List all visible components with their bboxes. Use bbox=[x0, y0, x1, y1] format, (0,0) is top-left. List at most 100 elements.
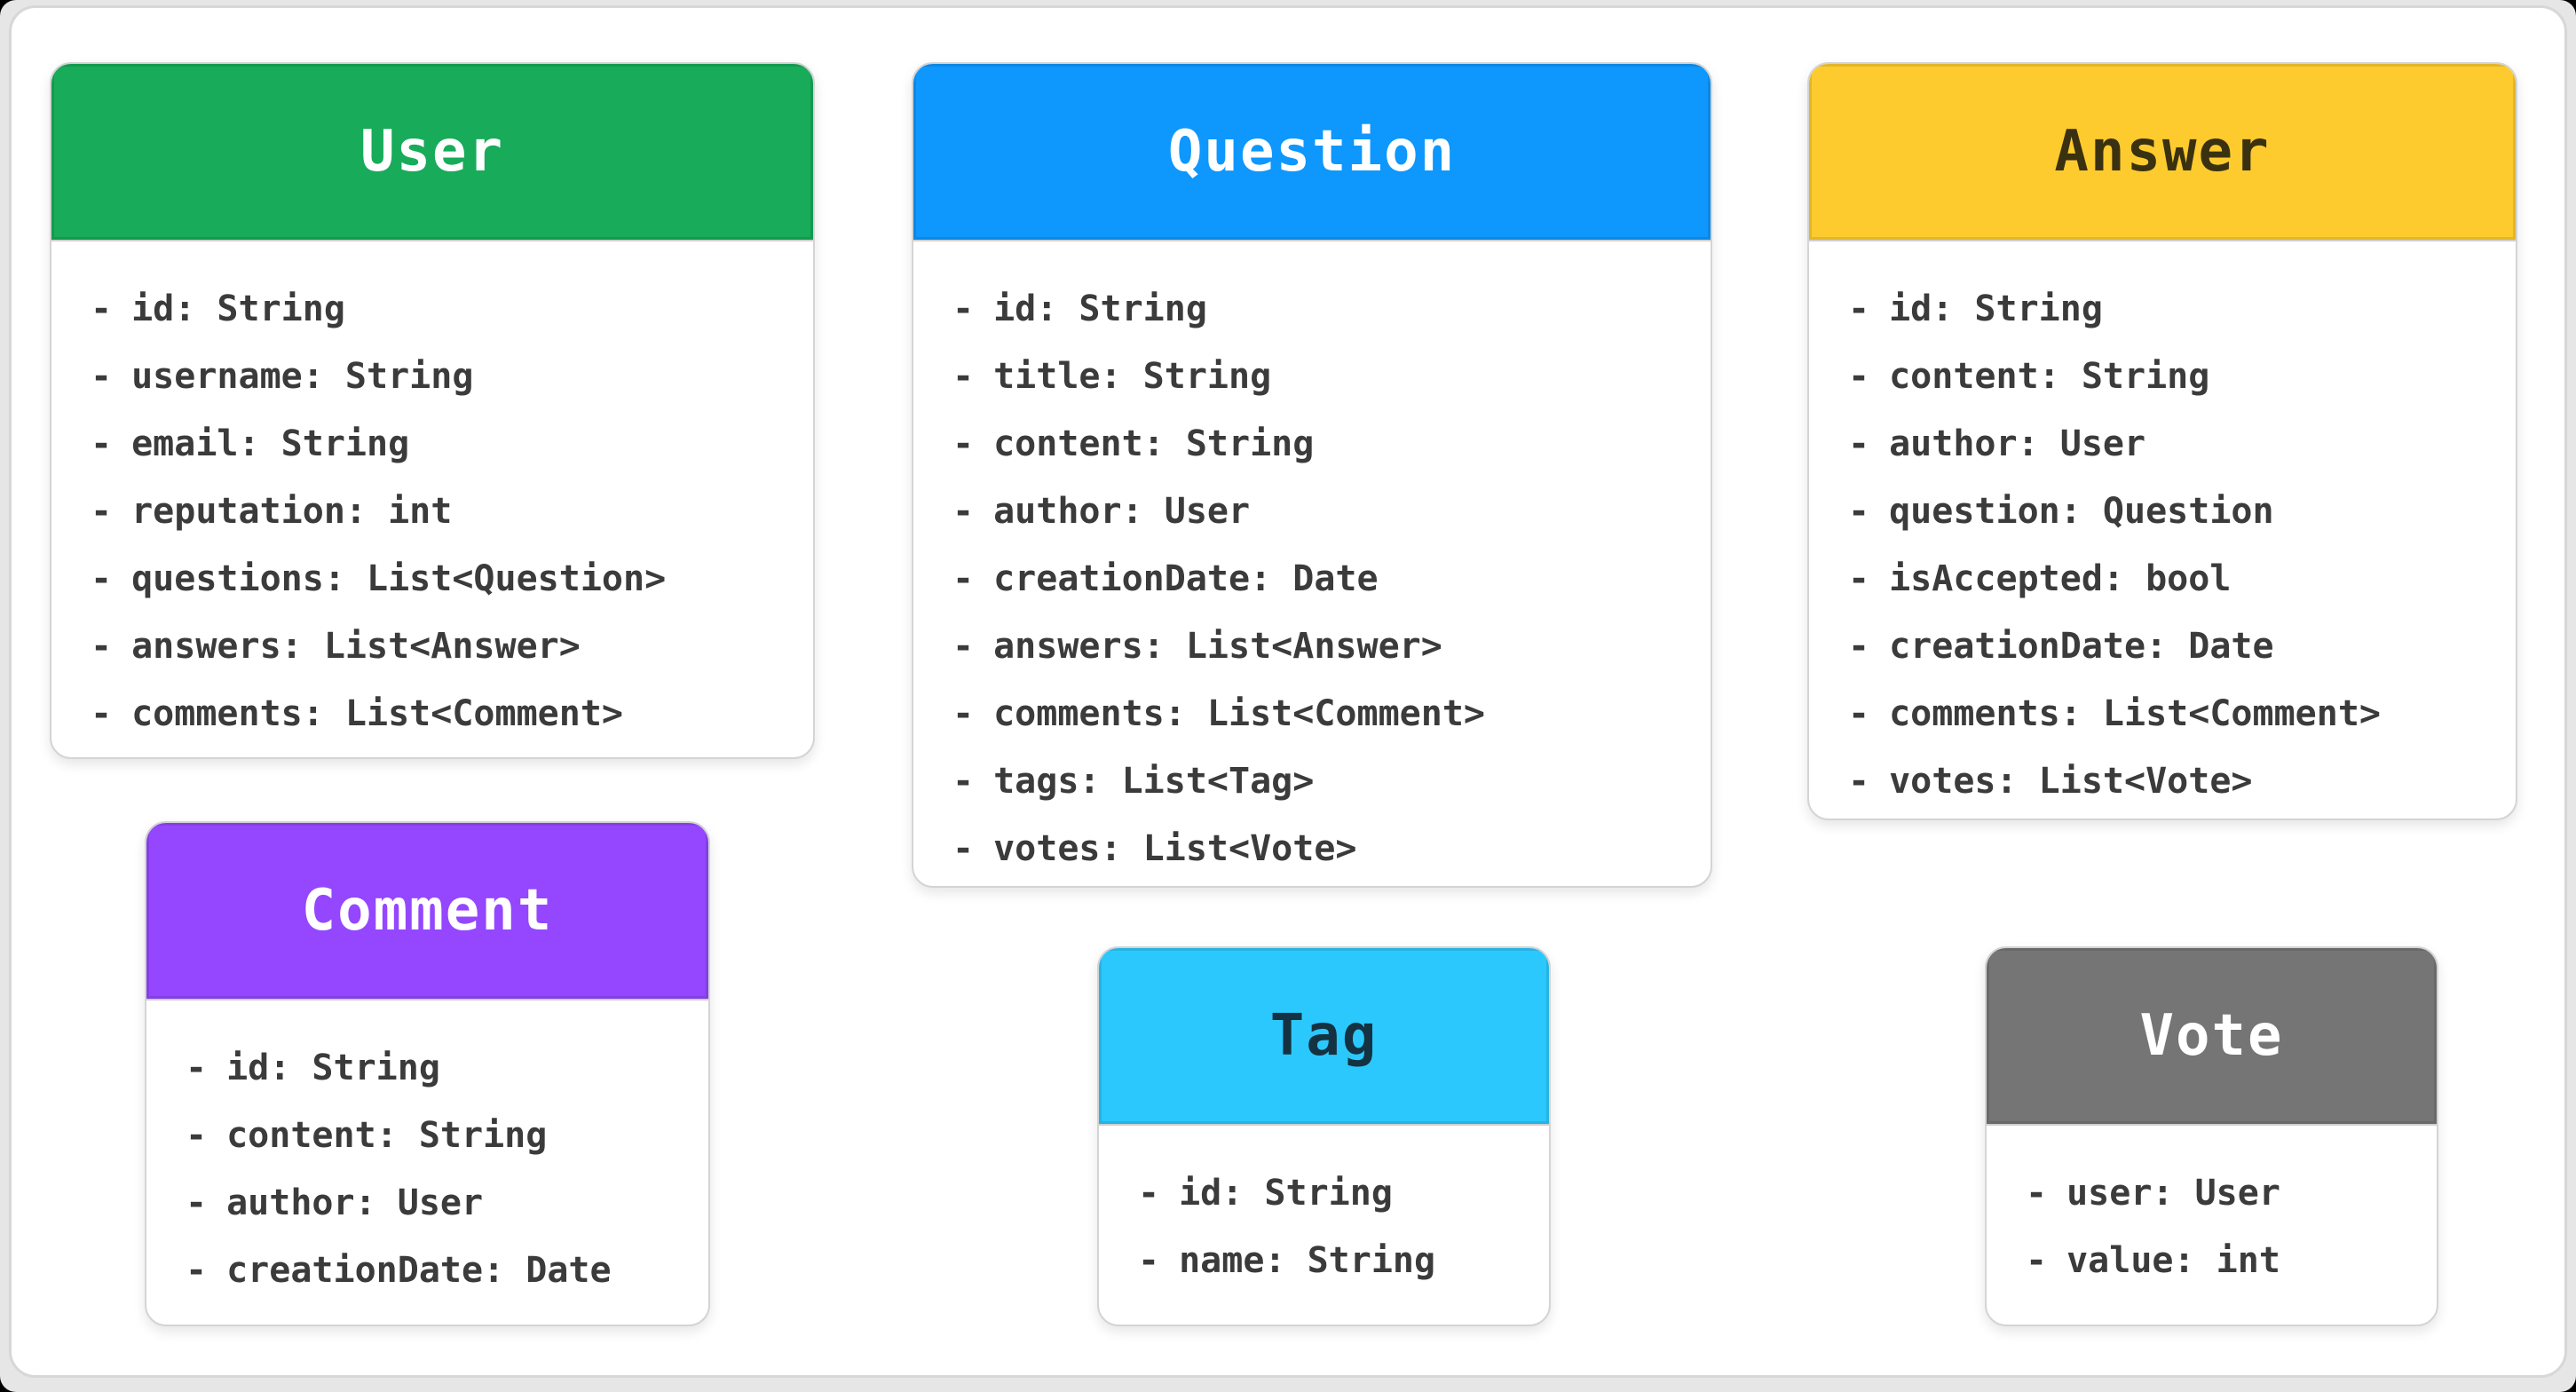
class-card-header-question: Question bbox=[913, 64, 1711, 241]
attribute-item: -name: String bbox=[1138, 1227, 1522, 1294]
attribute-item: -creationDate: Date bbox=[952, 545, 1684, 613]
attribute-text: title: String bbox=[993, 356, 1272, 397]
attribute-text: id: String bbox=[993, 289, 1207, 329]
class-title-vote: Vote bbox=[2139, 1003, 2284, 1069]
attribute-item: -title: String bbox=[952, 343, 1684, 410]
class-card-tag: Tag -id: String-name: String bbox=[1097, 946, 1551, 1326]
attribute-text: author: User bbox=[993, 491, 1251, 532]
attribute-text: content: String bbox=[226, 1115, 548, 1156]
dash-bullet: - bbox=[952, 558, 975, 599]
attribute-item: -author: User bbox=[186, 1169, 682, 1237]
attribute-item: -votes: List<Vote> bbox=[1848, 747, 2489, 815]
attribute-text: answers: List<Answer> bbox=[131, 626, 581, 667]
dash-bullet: - bbox=[2026, 1173, 2048, 1214]
dash-bullet: - bbox=[952, 491, 975, 532]
attribute-text: tags: List<Tag> bbox=[993, 761, 1315, 802]
attribute-item: -creationDate: Date bbox=[186, 1237, 682, 1304]
attribute-list-tag: -id: String-name: String bbox=[1099, 1126, 1549, 1294]
dash-bullet: - bbox=[1848, 289, 1870, 329]
class-title-question: Question bbox=[1167, 119, 1457, 185]
attribute-item: -answers: List<Answer> bbox=[91, 613, 786, 680]
attribute-item: -id: String bbox=[186, 1034, 682, 1102]
class-card-vote: Vote -user: User-value: int bbox=[1985, 946, 2438, 1326]
attribute-item: -questions: List<Question> bbox=[91, 545, 786, 613]
attribute-text: comments: List<Comment> bbox=[993, 693, 1485, 734]
attribute-item: -votes: List<Vote> bbox=[952, 815, 1684, 882]
dash-bullet: - bbox=[91, 356, 113, 397]
attribute-text: answers: List<Answer> bbox=[993, 626, 1442, 667]
attribute-item: -content: String bbox=[952, 410, 1684, 478]
attribute-text: value: int bbox=[2066, 1240, 2280, 1281]
attribute-item: -comments: List<Comment> bbox=[91, 680, 786, 747]
attribute-text: questions: List<Question> bbox=[131, 558, 667, 599]
class-card-header-tag: Tag bbox=[1099, 948, 1549, 1126]
class-card-answer: Answer -id: String-content: String-autho… bbox=[1807, 62, 2517, 820]
class-card-header-vote: Vote bbox=[1987, 948, 2437, 1126]
attribute-item: -email: String bbox=[91, 410, 786, 478]
class-card-question: Question -id: String-title: String-conte… bbox=[912, 62, 1712, 888]
attribute-text: comments: List<Comment> bbox=[131, 693, 623, 734]
attribute-item: -user: User bbox=[2026, 1159, 2410, 1227]
dash-bullet: - bbox=[952, 761, 975, 802]
attribute-item: -tags: List<Tag> bbox=[952, 747, 1684, 815]
dash-bullet: - bbox=[952, 289, 975, 329]
attribute-text: comments: List<Comment> bbox=[1889, 693, 2381, 734]
attribute-text: creationDate: Date bbox=[1889, 626, 2274, 667]
attribute-text: content: String bbox=[993, 423, 1315, 464]
dash-bullet: - bbox=[91, 289, 113, 329]
dash-bullet: - bbox=[1848, 423, 1870, 464]
dash-bullet: - bbox=[1848, 626, 1870, 667]
dash-bullet: - bbox=[91, 423, 113, 464]
attribute-text: user: User bbox=[2066, 1173, 2280, 1214]
class-title-tag: Tag bbox=[1269, 1003, 1379, 1069]
dash-bullet: - bbox=[186, 1048, 208, 1088]
attribute-text: isAccepted: bool bbox=[1889, 558, 2232, 599]
dash-bullet: - bbox=[91, 626, 113, 667]
attribute-list-comment: -id: String-content: String-author: User… bbox=[146, 1000, 708, 1304]
dash-bullet: - bbox=[1138, 1240, 1160, 1281]
class-card-header-comment: Comment bbox=[146, 823, 708, 1000]
attribute-list-question: -id: String-title: String-content: Strin… bbox=[913, 241, 1711, 882]
attribute-text: id: String bbox=[1889, 289, 2103, 329]
attribute-item: -isAccepted: bool bbox=[1848, 545, 2489, 613]
dash-bullet: - bbox=[952, 828, 975, 869]
attribute-text: votes: List<Vote> bbox=[993, 828, 1357, 869]
attribute-item: -content: String bbox=[186, 1102, 682, 1169]
attribute-text: votes: List<Vote> bbox=[1889, 761, 2253, 802]
attribute-list-vote: -user: User-value: int bbox=[1987, 1126, 2437, 1294]
class-title-answer: Answer bbox=[2054, 119, 2271, 185]
dash-bullet: - bbox=[1848, 558, 1870, 599]
attribute-text: creationDate: Date bbox=[226, 1250, 612, 1291]
attribute-item: -username: String bbox=[91, 343, 786, 410]
attribute-item: -value: int bbox=[2026, 1227, 2410, 1294]
dash-bullet: - bbox=[186, 1250, 208, 1291]
attribute-text: reputation: int bbox=[131, 491, 453, 532]
dash-bullet: - bbox=[952, 693, 975, 734]
attribute-item: -id: String bbox=[952, 275, 1684, 343]
attribute-item: -content: String bbox=[1848, 343, 2489, 410]
attribute-item: -answers: List<Answer> bbox=[952, 613, 1684, 680]
attribute-item: -comments: List<Comment> bbox=[1848, 680, 2489, 747]
attribute-text: author: User bbox=[1889, 423, 2146, 464]
attribute-text: question: Question bbox=[1889, 491, 2274, 532]
class-title-user: User bbox=[360, 119, 505, 185]
dash-bullet: - bbox=[1848, 491, 1870, 532]
attribute-item: -reputation: int bbox=[91, 478, 786, 545]
attribute-text: id: String bbox=[131, 289, 345, 329]
class-card-comment: Comment -id: String-content: String-auth… bbox=[145, 821, 710, 1326]
attribute-item: -id: String bbox=[1138, 1159, 1522, 1227]
dash-bullet: - bbox=[952, 356, 975, 397]
attribute-item: -author: User bbox=[952, 478, 1684, 545]
attribute-item: -question: Question bbox=[1848, 478, 2489, 545]
class-card-header-user: User bbox=[51, 64, 813, 241]
attribute-text: author: User bbox=[226, 1182, 484, 1223]
attribute-item: -author: User bbox=[1848, 410, 2489, 478]
attribute-text: id: String bbox=[226, 1048, 440, 1088]
attribute-text: id: String bbox=[1179, 1173, 1393, 1214]
class-card-user: User -id: String-username: String-email:… bbox=[50, 62, 815, 759]
attribute-text: username: String bbox=[131, 356, 474, 397]
dash-bullet: - bbox=[1848, 356, 1870, 397]
attribute-text: creationDate: Date bbox=[993, 558, 1379, 599]
attribute-item: -id: String bbox=[91, 275, 786, 343]
